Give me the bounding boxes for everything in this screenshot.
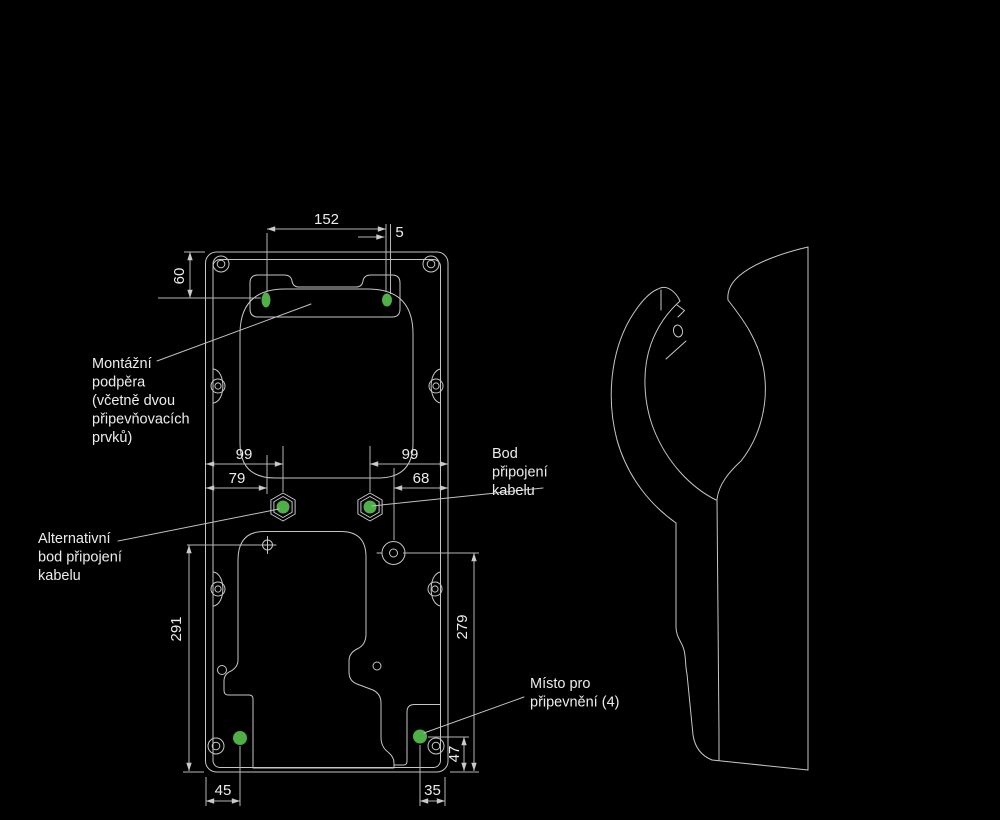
arm-outer-edge [610, 288, 677, 524]
top-edge [727, 246, 809, 301]
screw-hole-icon [207, 737, 225, 755]
dim-45: 45 [205, 746, 241, 806]
hand-dryer-side-profile [610, 246, 809, 771]
leader-alt-cable-point [117, 508, 280, 542]
tip-detail-line [665, 340, 687, 360]
screw-hole-icon [431, 741, 441, 751]
fixing-point-marker [233, 731, 247, 745]
svg-text:bod připojení: bod připojení [38, 550, 122, 566]
dim-152: 152 [266, 211, 387, 292]
svg-text:připevňovacích: připevňovacích [92, 412, 190, 428]
svg-text:(včetně dvou: (včetně dvou [92, 393, 175, 409]
leader-cable-point [371, 487, 544, 507]
label-fixing-location: Místo pro připevnění (4) [530, 676, 619, 711]
mounting-point-marker [382, 293, 392, 307]
dim-68-value: 68 [413, 470, 430, 487]
mounting-point-marker [261, 292, 271, 308]
mounting-bracket [249, 274, 401, 318]
screw-hole-icon [210, 378, 226, 394]
dim-291-value: 291 [168, 616, 185, 641]
cable-point-marker [363, 500, 377, 514]
dim-79: 79 [206, 455, 268, 494]
screw-hole-icon [210, 581, 226, 597]
screw-hole-icon [211, 741, 221, 751]
screw-hole-icon [212, 255, 230, 273]
screw-hole-icon [431, 585, 439, 593]
dim-35: 35 [419, 745, 446, 806]
dim-152-value: 152 [314, 211, 339, 228]
dim-5-value: 5 [395, 224, 403, 241]
cable-point-marker [276, 500, 290, 514]
dim-60: 60 [158, 251, 261, 299]
small-hole [372, 661, 382, 671]
svg-text:Alternativní: Alternativní [38, 531, 111, 547]
tip-detail-oval [672, 324, 684, 338]
dim-68: 68 [393, 468, 448, 540]
hex-nut-icon [357, 492, 383, 522]
dim-45-value: 45 [215, 782, 232, 799]
dim-35-value: 35 [424, 782, 441, 799]
dim-279: 279 [403, 552, 479, 773]
svg-text:připevnění (4): připevnění (4) [530, 695, 619, 711]
dim-279-value: 279 [454, 614, 471, 639]
arm-inner-edge [644, 300, 717, 501]
label-cable-point: Bod připojení kabelu [492, 446, 548, 499]
annotations: Montážní podpěra (včetně dvou připevňova… [38, 303, 619, 734]
svg-text:podpěra: podpěra [92, 375, 146, 391]
fixing-point-marker [413, 729, 427, 744]
dim-5: 5 [358, 224, 404, 294]
leader-mounting-support [156, 303, 312, 362]
dimensions: 152 5 60 99 79 99 [158, 211, 479, 806]
screw-hole-icon [214, 585, 222, 593]
screw-hole-icon [427, 581, 443, 597]
svg-text:kabelu: kabelu [492, 483, 535, 499]
upper-opening [239, 288, 414, 479]
body-seam [716, 498, 720, 761]
svg-text:prvků): prvků) [92, 430, 132, 446]
lower-opening [223, 531, 395, 769]
screw-hole-icon [426, 259, 436, 269]
label-alt-cable-point: Alternativní bod připojení kabelu [38, 531, 122, 584]
screw-hole-icon [427, 737, 445, 755]
dim-99-left: 99 [206, 446, 284, 492]
tip-notch [676, 304, 685, 318]
backplate-front-view [205, 251, 449, 773]
svg-text:Bod: Bod [492, 446, 518, 462]
screw-hole-icon [428, 378, 444, 394]
dim-99-left-value: 99 [236, 446, 253, 463]
svg-text:Místo pro: Místo pro [530, 676, 590, 692]
dim-99-right-value: 99 [402, 446, 419, 463]
cable-gland-right [357, 492, 383, 522]
svg-text:připojení: připojení [492, 465, 548, 481]
label-mounting-support: Montážní podpěra (včetně dvou připevňova… [92, 356, 190, 446]
cable-gland-left [270, 492, 296, 522]
lower-right-ledge [393, 704, 441, 766]
dim-47: 47 [428, 736, 469, 771]
screw-hole-icon [216, 259, 226, 269]
dim-47-value: 47 [446, 746, 463, 763]
dim-60-value: 60 [171, 268, 188, 285]
backplate-outer-edge [205, 251, 449, 773]
screw-hole-icon [432, 382, 440, 390]
screw-hole-icon [422, 255, 440, 273]
lower-front-edge [675, 522, 713, 761]
leader-fixing-location [423, 696, 525, 734]
side-screw-holes [210, 368, 444, 607]
corner-screw-holes [207, 255, 445, 755]
dim-79-value: 79 [229, 470, 246, 487]
dim-291: 291 [168, 544, 262, 773]
svg-text:Montážní: Montážní [92, 356, 152, 372]
small-hole [217, 665, 227, 675]
arm-tip [657, 287, 681, 302]
backplate-inner-edge [212, 259, 441, 768]
screw-hole-icon [214, 382, 222, 390]
hex-nut-icon [270, 492, 296, 522]
bottom-edge [711, 759, 809, 771]
dim-99-right: 99 [369, 446, 448, 492]
front-bulge [716, 299, 766, 500]
svg-text:kabelu: kabelu [38, 568, 81, 584]
